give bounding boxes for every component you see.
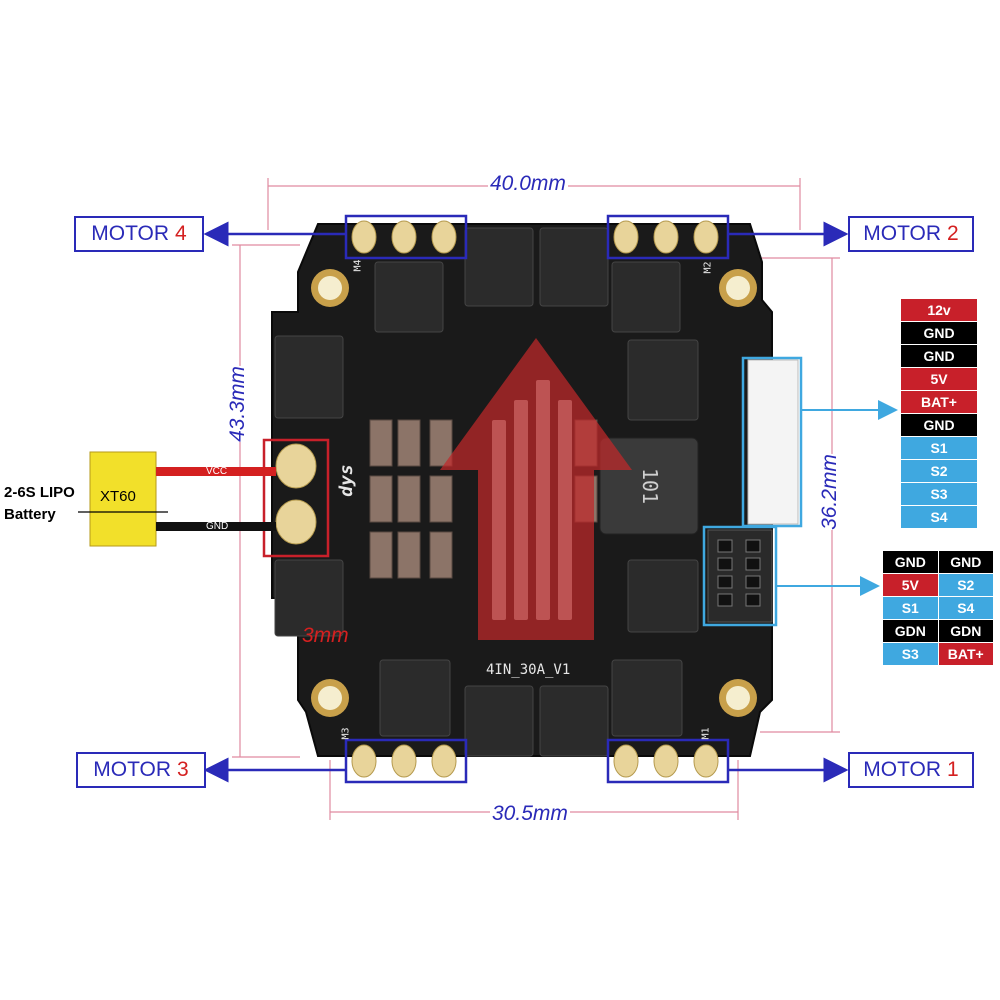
pin-row: S4	[900, 505, 978, 529]
pin-label: BAT+	[937, 642, 994, 666]
pad-label-m2: M2	[702, 261, 714, 274]
dimension-edge: 3mm	[302, 624, 349, 647]
pin-label: S4	[900, 505, 978, 529]
motor-4-number: 4	[175, 222, 187, 245]
pin-label: 12v	[900, 298, 978, 322]
pin-row: GND	[900, 344, 978, 368]
mosfet-chips	[274, 227, 699, 757]
vcc-label: VCC	[206, 466, 228, 477]
mounting-hole	[311, 269, 349, 307]
jst-connector	[747, 359, 799, 525]
pin-label: 5V	[900, 367, 978, 391]
inductor-label: 101	[638, 467, 663, 505]
motor-4-label: MOTOR 4	[74, 216, 204, 252]
pin-label: BAT+	[900, 390, 978, 414]
motor-3-text: MOTOR	[93, 758, 172, 781]
dimension-hole-vertical: 36.2mm	[817, 454, 842, 530]
gnd-wire	[156, 522, 276, 531]
motor-pads-m4	[351, 220, 457, 254]
pin-label: 5V	[882, 573, 939, 597]
pin-label: S1	[882, 596, 939, 620]
pin-arrows	[776, 400, 898, 596]
mounting-hole	[311, 679, 349, 717]
motor-1-text: MOTOR	[863, 758, 942, 781]
pin-label: S3	[882, 642, 939, 666]
mounting-hole	[719, 679, 757, 717]
motor-2-text: MOTOR	[863, 222, 942, 245]
pin-label: S2	[937, 573, 994, 597]
gnd-label: GND	[206, 521, 229, 532]
board-model: 4IN_30A_V1	[486, 662, 571, 678]
pin-header-holes	[717, 539, 761, 607]
pin-row: 5V	[900, 367, 978, 391]
pin-label: GND	[900, 413, 978, 437]
motor-pads-m2	[613, 220, 719, 254]
pin-label: GDN	[882, 619, 939, 643]
board-brand: dys	[335, 464, 357, 497]
xt60-label: XT60	[100, 488, 136, 505]
battery-pads	[275, 443, 317, 545]
pin-row: S2	[900, 459, 978, 483]
pad-label-m3: M3	[340, 727, 352, 740]
battery-wires	[78, 451, 276, 547]
pin-label: GND	[882, 550, 939, 574]
battery-label: 2-6S LIPO Battery	[4, 482, 75, 526]
pin-label: S4	[937, 596, 994, 620]
heatsink-fins	[492, 380, 572, 620]
battery-text: Battery	[4, 506, 56, 523]
pin-row: S1	[900, 436, 978, 460]
motor-2-number: 2	[947, 222, 959, 245]
battery-type: 2-6S LIPO	[4, 484, 75, 501]
highlight-boxes	[262, 214, 803, 784]
pin-row: GND	[900, 321, 978, 345]
pin-row: 12v	[900, 298, 978, 322]
vcc-wire	[156, 467, 276, 476]
pin-label: S1	[900, 436, 978, 460]
motor-pads-m3	[351, 744, 457, 778]
motor-1-label: MOTOR 1	[848, 752, 974, 788]
pin-label: GND	[937, 550, 994, 574]
pin-label: GDN	[937, 619, 994, 643]
motor-arrows	[203, 221, 849, 783]
pcb-board	[271, 220, 799, 778]
motor-4-text: MOTOR	[91, 222, 170, 245]
motor-3-label: MOTOR 3	[76, 752, 206, 788]
pin-row: S3	[900, 482, 978, 506]
pad-label-m1: M1	[700, 727, 712, 740]
dimension-width: 40.0mm	[488, 172, 568, 196]
motor-pads-m1	[613, 744, 719, 778]
motor-3-number: 3	[177, 758, 189, 781]
pad-label-m4: M4	[352, 259, 364, 272]
motor-2-label: MOTOR 2	[848, 216, 974, 252]
pin-label: S3	[900, 482, 978, 506]
dimension-hole-horizontal: 30.5mm	[490, 802, 570, 826]
dimension-height: 43.3mm	[225, 366, 250, 442]
xt60-box	[89, 451, 157, 547]
motor-1-number: 1	[947, 758, 959, 781]
pin-row: GND	[900, 413, 978, 437]
pin-label: GND	[900, 344, 978, 368]
mounting-hole	[719, 269, 757, 307]
pin-label: S2	[900, 459, 978, 483]
pin-row: BAT+	[900, 390, 978, 414]
pin-label: GND	[900, 321, 978, 345]
